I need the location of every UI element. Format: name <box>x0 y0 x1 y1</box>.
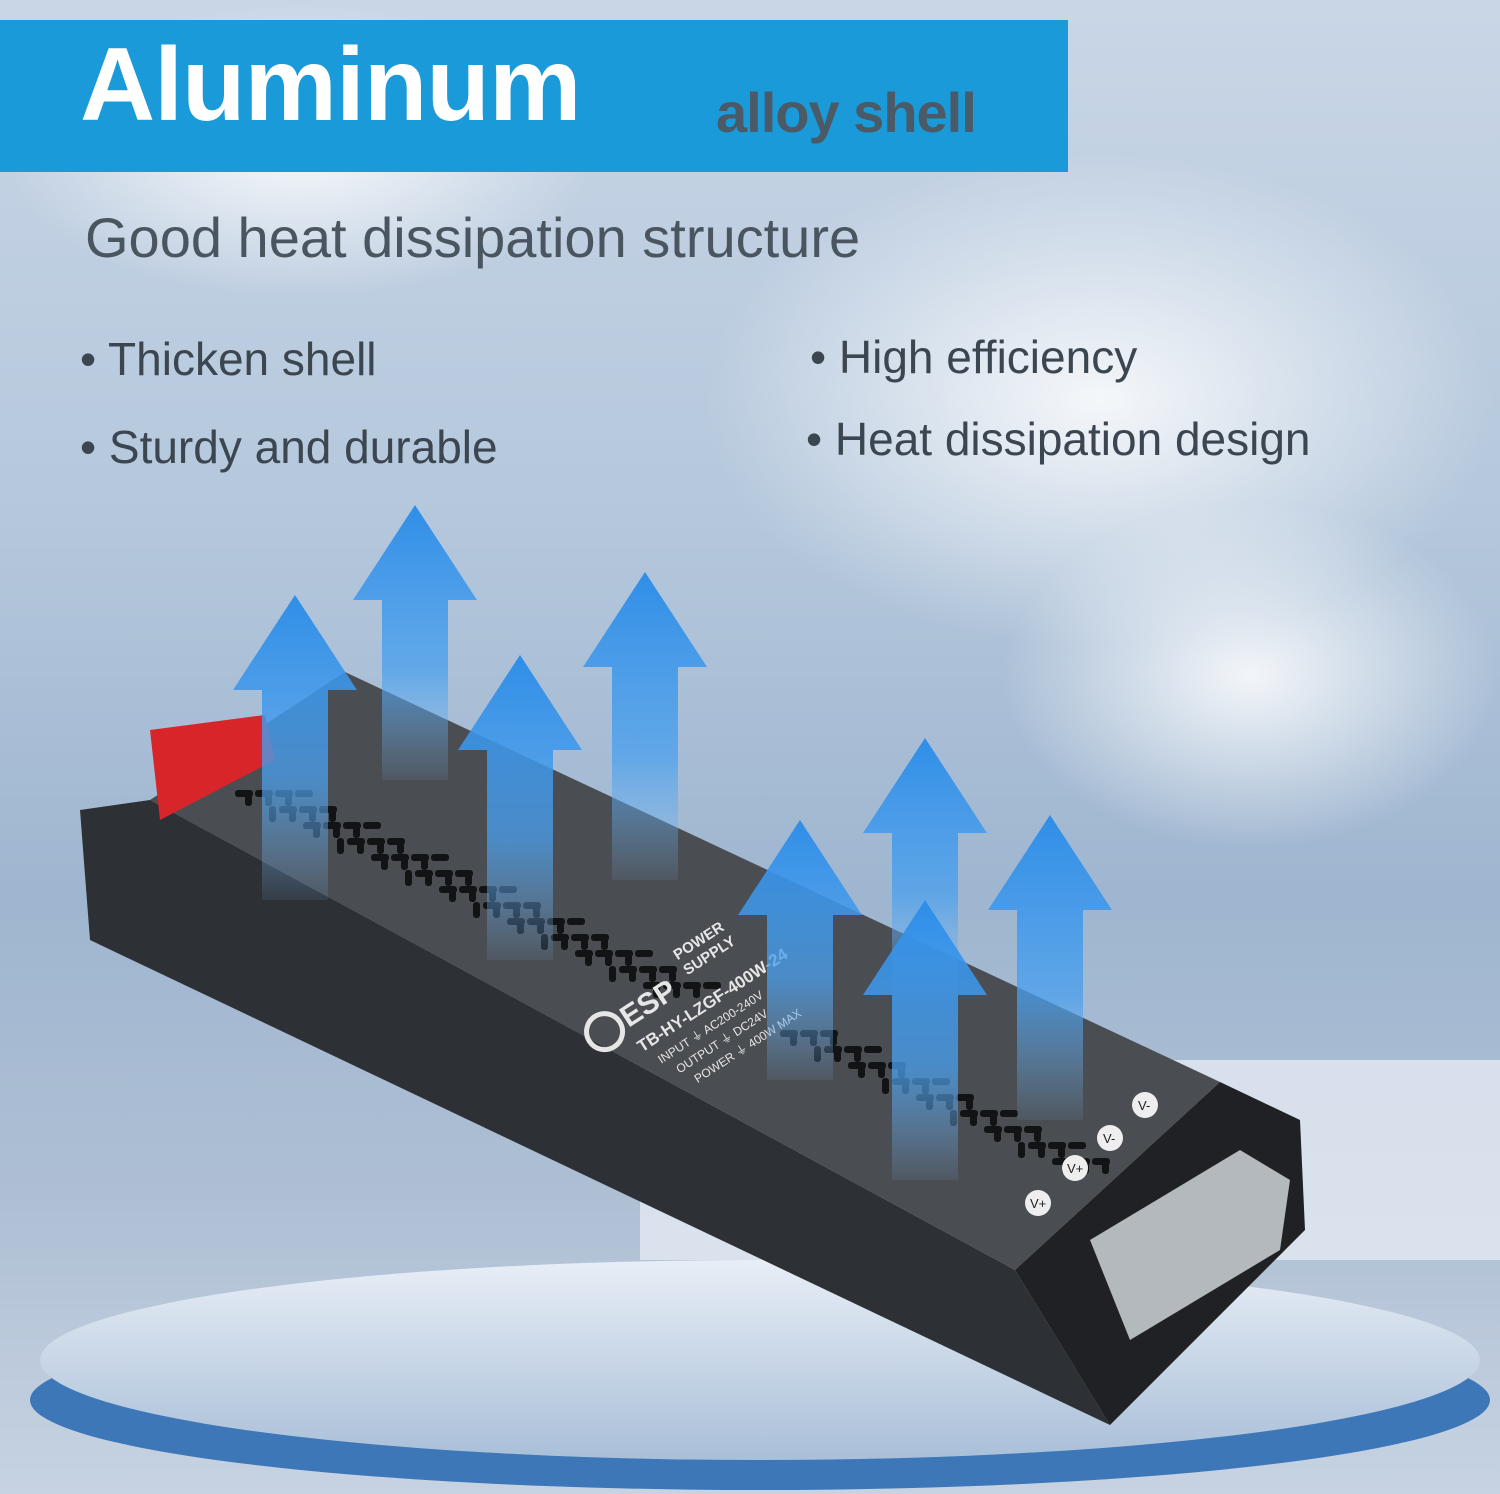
vent-hole <box>585 950 592 966</box>
feature-item: • High efficiency <box>810 331 1138 383</box>
title-banner <box>0 20 1068 172</box>
vent-hole <box>605 950 612 966</box>
feature-item: • Sturdy and durable <box>80 421 498 473</box>
vent-hole <box>449 886 456 902</box>
vent-hole <box>649 966 656 982</box>
vent-hole <box>567 918 585 925</box>
vent-hole <box>337 838 344 854</box>
vent-hole <box>878 1062 885 1078</box>
vent-hole <box>834 1046 841 1062</box>
up-arrow-icon <box>738 820 862 1080</box>
up-arrow-icon <box>458 655 582 960</box>
vent-hole <box>357 838 364 854</box>
up-arrow-icon <box>863 738 987 1000</box>
terminal-label: V- <box>1103 1131 1115 1146</box>
up-arrow-icon <box>583 572 707 880</box>
vent-hole <box>557 918 564 934</box>
vent-hole <box>1102 1158 1109 1174</box>
vent-hole <box>473 902 480 918</box>
feature-item: • Thicken shell <box>80 333 377 385</box>
terminal-markings: V+ V+ V- V- <box>1025 1092 1158 1216</box>
input-terminal <box>150 715 275 820</box>
vent-hole <box>970 1110 977 1126</box>
vent-hole <box>1038 1142 1045 1158</box>
title: Aluminum <box>80 27 581 143</box>
vent-hole <box>333 822 340 838</box>
vent-hole <box>609 966 616 982</box>
power-supply <box>80 672 1305 1425</box>
vent-hole <box>1000 1110 1018 1117</box>
vent-hole <box>882 1078 889 1094</box>
vent-hole <box>673 982 680 998</box>
vent-hole <box>363 822 381 829</box>
terminal-block <box>1090 1150 1290 1340</box>
vent-hole <box>635 950 653 957</box>
vent-hole <box>397 838 404 854</box>
vent-hole <box>245 790 252 806</box>
vent-hole <box>1014 1126 1021 1142</box>
vent-hole <box>653 982 660 998</box>
vent-hole <box>625 950 632 966</box>
up-arrow-icon <box>863 900 987 1180</box>
vent-hole <box>425 870 432 886</box>
vent-hole <box>401 854 408 870</box>
vent-hole <box>353 822 360 838</box>
vent-hole <box>329 806 336 822</box>
vent-hole <box>669 966 676 982</box>
vent-hole <box>1068 1142 1086 1149</box>
vent-hole <box>966 1094 973 1110</box>
vent-hole <box>581 934 588 950</box>
vent-hole <box>381 854 388 870</box>
vent-hole <box>1058 1142 1065 1158</box>
vent-hole <box>693 982 700 998</box>
vent-hole <box>994 1126 1001 1142</box>
vent-hole <box>864 1046 882 1053</box>
terminal-label: V- <box>1138 1098 1150 1113</box>
up-arrow-icon <box>233 595 357 900</box>
heat-arrows <box>233 505 1112 1180</box>
vent-hole <box>405 870 412 886</box>
up-arrow-icon <box>988 815 1112 1120</box>
vent-hole <box>854 1046 861 1062</box>
vent-hole <box>469 886 476 902</box>
terminal-label: V+ <box>1030 1196 1046 1211</box>
vent-hole <box>421 854 428 870</box>
vent-hole <box>858 1062 865 1078</box>
terminal-label: V+ <box>1067 1161 1083 1176</box>
vent-hole <box>445 870 452 886</box>
vent-hole <box>377 838 384 854</box>
vent-hole <box>1034 1126 1041 1142</box>
heading: Good heat dissipation structure <box>85 206 861 269</box>
vent-hole <box>990 1110 997 1126</box>
cloud <box>1000 500 1500 850</box>
vent-hole <box>431 854 449 861</box>
vent-hole <box>601 934 608 950</box>
podium <box>30 1260 1490 1490</box>
up-arrow-icon <box>353 505 477 780</box>
subtitle: alloy shell <box>716 81 977 144</box>
feature-item: • Heat dissipation design <box>806 413 1311 465</box>
vent-hole <box>629 966 636 982</box>
vent-hole <box>465 870 472 886</box>
vent-hole <box>1018 1142 1025 1158</box>
vent-hole <box>703 982 721 989</box>
vent-hole <box>561 934 568 950</box>
